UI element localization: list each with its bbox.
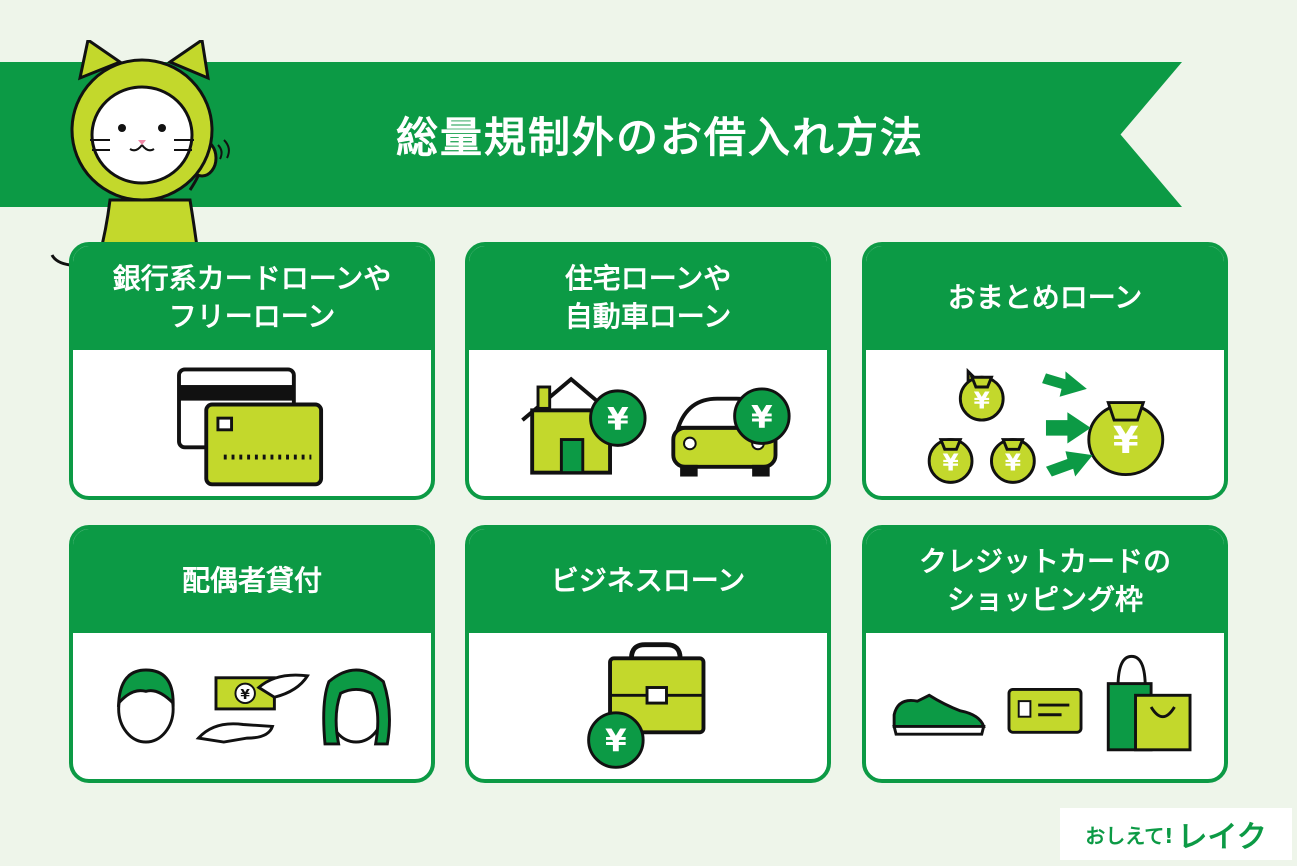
briefcase-yen-icon: ¥ bbox=[587, 642, 706, 769]
card-spousal-loan: 配偶者貸付 ¥ bbox=[69, 525, 435, 783]
card-title-line-1: クレジットカードの bbox=[918, 545, 1171, 578]
yen-symbol: ¥ bbox=[751, 400, 773, 436]
card-title-line-1: ビジネスローン bbox=[550, 564, 746, 597]
card-title-line-2: ショッピング枠 bbox=[946, 583, 1143, 616]
logo-name: レイク bbox=[1177, 820, 1267, 855]
card-header: クレジットカードの ショッピング枠 bbox=[866, 529, 1224, 633]
card-header: おまとめローン bbox=[866, 246, 1224, 350]
money-bags-merge-icon: ¥ ¥ ¥ ¥ bbox=[927, 367, 1165, 484]
page-title: 総量規制外のお借入れ方法 bbox=[395, 113, 924, 162]
card-bank-card-loan: 銀行系カードローンや フリーローン bbox=[69, 242, 435, 500]
house-car-yen-icon: ¥ ¥ bbox=[521, 376, 791, 477]
logo: おしえて! レイク bbox=[1060, 808, 1292, 860]
card-title-line-1: おまとめローン bbox=[947, 281, 1143, 314]
card-business-loan: ビジネスローン ¥ bbox=[465, 525, 831, 783]
card-title-line-1: 住宅ローンや bbox=[564, 262, 732, 295]
yen-symbol: ¥ bbox=[1113, 419, 1139, 462]
card-consolidation-loan: おまとめローン ¥ ¥ ¥ ¥ bbox=[862, 242, 1228, 500]
logo-prefix: おしえて! bbox=[1085, 823, 1174, 848]
card-title-line-1: 銀行系カードローンや bbox=[112, 262, 392, 295]
spouse-money-hand-icon: ¥ bbox=[116, 668, 391, 746]
card-title-line-1: 配偶者貸付 bbox=[181, 564, 322, 597]
card-header: 銀行系カードローンや フリーローン bbox=[73, 246, 431, 350]
yen-symbol: ¥ bbox=[942, 449, 958, 477]
card-header: ビジネスローン bbox=[469, 529, 827, 633]
yen-symbol: ¥ bbox=[974, 386, 990, 414]
card-housing-auto-loan: 住宅ローンや 自動車ローン ¥ ¥ bbox=[465, 242, 831, 500]
credit-cards-icon bbox=[177, 367, 324, 487]
card-title-line-2: フリーローン bbox=[168, 300, 336, 333]
yen-symbol: ¥ bbox=[240, 687, 250, 703]
card-title-line-2: 自動車ローン bbox=[564, 300, 732, 333]
card-header: 配偶者貸付 bbox=[73, 529, 431, 633]
card-credit-card-shopping: クレジットカードの ショッピング枠 bbox=[862, 525, 1228, 783]
yen-symbol: ¥ bbox=[1005, 449, 1021, 477]
shoes-card-bag-icon bbox=[892, 654, 1192, 752]
card-header: 住宅ローンや 自動車ローン bbox=[469, 246, 827, 350]
yen-symbol: ¥ bbox=[605, 724, 627, 760]
yen-symbol: ¥ bbox=[607, 402, 629, 438]
